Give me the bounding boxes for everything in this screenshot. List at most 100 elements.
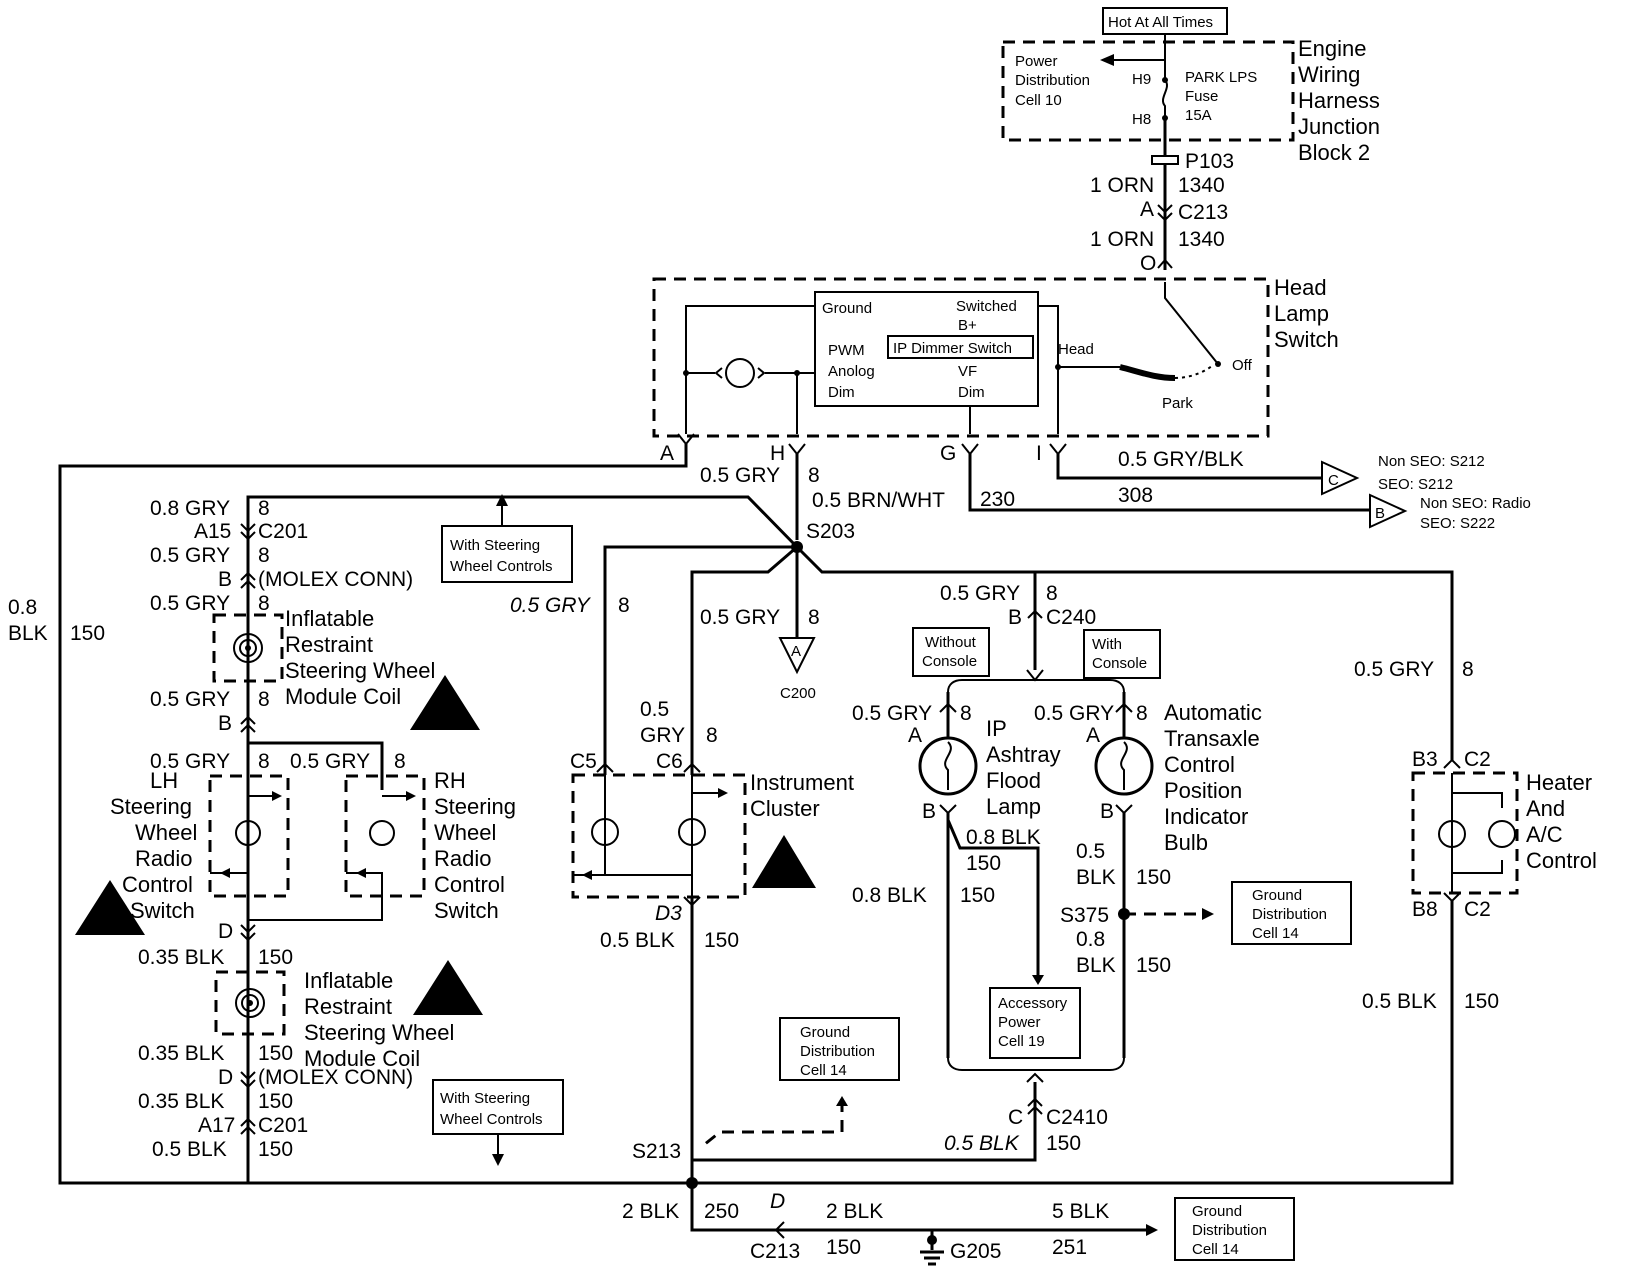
ground-distribution-box-2 (1231, 881, 1352, 945)
ip-ashtray-a-connector-icon (939, 702, 957, 713)
transaxle-ground-150-label: 150 (1136, 866, 1171, 889)
head-lamp-switch-title-2: Lamp (1274, 301, 1329, 326)
s213-ground-wire-label: 2 BLK (622, 1200, 679, 1223)
vf-dim-label: Dim (958, 384, 985, 401)
junction-block-title-3: Harness (1298, 88, 1380, 113)
d3-label: D3 (655, 902, 682, 925)
left-wire-label-8c: 8 (258, 592, 270, 615)
ground-wire-label-blk: BLK (8, 622, 48, 645)
left-wire-label-8b: 8 (258, 544, 270, 567)
transaxle-wire-label: 0.5 GRY (1034, 702, 1114, 725)
without-console-label-2: Console (922, 653, 977, 670)
lh-switch-label-1: LH (150, 768, 178, 793)
accessory-power-label-1: Accessory (998, 995, 1068, 1012)
transaxle-title-1: Automatic (1164, 700, 1262, 725)
ip-ashtray-wire-8-label: 8 (960, 702, 972, 725)
heater-title-1: Heater (1526, 770, 1592, 795)
heater-ground-wire (692, 901, 1454, 1185)
lower-wire-label-150a: 150 (258, 946, 293, 969)
coil-spiral-core-2 (247, 1000, 253, 1006)
lh-switch-wire-8-label: 8 (258, 750, 270, 773)
airbag-warning-icon-1 (410, 675, 480, 730)
with-steering-controls-1a: With Steering (450, 537, 540, 554)
c240-wire-label: 0.5 GRY (940, 582, 1020, 605)
c240-connector-icon (1027, 609, 1043, 619)
ip-ashtray-b-connector-icon (939, 804, 957, 815)
s203-to-c5-wire (603, 545, 797, 775)
pdc-label-1: Power (1015, 53, 1058, 70)
ground-dist-3-label-c: Cell 14 (1192, 1241, 1239, 1258)
pdc-label-2: Distribution (1015, 72, 1090, 89)
c200-pin-a-label: A (791, 643, 801, 660)
junction-block-outline (1001, 40, 1295, 142)
c240-pin-b-label: B (1008, 606, 1022, 629)
a15-label: A15 (194, 520, 231, 543)
circuit-1340-label-2: 1340 (1178, 228, 1225, 251)
with-steering-wheel-controls-box-1 (441, 525, 573, 583)
transaxle-title-6: Bulb (1164, 830, 1208, 855)
dim-label: Dim (828, 384, 855, 401)
airbag-warning-icon-2 (75, 880, 145, 935)
ground-dist-2-label-c: Cell 14 (1252, 925, 1299, 942)
b3-label: B3 (1412, 748, 1438, 771)
rh-radio-switch-outline (344, 774, 426, 898)
s213-to-g205-wire (690, 1183, 932, 1232)
ground-distribution-box-3 (1174, 1197, 1295, 1261)
coil-b-connector-icon (240, 715, 256, 733)
ip-ashtray-title-4: Lamp (986, 794, 1041, 819)
junction-block-title-1: Engine (1298, 36, 1367, 61)
park-position-label: Park (1162, 395, 1193, 412)
left-wire-label-8d: 8 (258, 688, 270, 711)
lh-switch-label-6: Switch (130, 898, 195, 923)
transaxle-a-connector-icon (1115, 702, 1133, 713)
steering-coil-outline-2 (214, 970, 286, 1036)
s213-ground-wire-250-label: 250 (704, 1200, 739, 1223)
wire-label-gry-blk: 0.5 GRY/BLK (1118, 448, 1244, 471)
non-seo-radio-label: Non SEO: Radio (1420, 495, 1531, 512)
lh-switch-resistor-icon (235, 820, 261, 846)
orn-wire-label-1: 1 ORN (1090, 174, 1154, 197)
g205-right-wire-label: 5 BLK (1052, 1200, 1109, 1223)
cluster-ground-wire-150-label: 150 (704, 929, 739, 952)
c5-label: C5 (570, 750, 597, 773)
wire-network: B C 0.5 GRY 8 0.5 BRN/WHT 230 0.5 GRY/BL… (58, 444, 1531, 1185)
pin-h-connector-icon (788, 443, 806, 456)
lh-switch-label-4: Radio (135, 846, 192, 871)
pdc-arrow-icon (1100, 54, 1114, 66)
heater-bulb-icon-1 (1438, 820, 1466, 848)
left-wire-label-0-5-gry-a: 0.5 GRY (150, 544, 230, 567)
pin-i-label: I (1036, 442, 1042, 465)
ip-ground-wire-150-label: 150 (960, 884, 995, 907)
without-console-box (912, 627, 990, 677)
c201-label-2: C201 (258, 1114, 308, 1137)
c200-wire-label: 0.5 GRY (700, 606, 780, 629)
fuse-label-1: PARK LPS (1185, 69, 1257, 86)
pdc-label-3: Cell 10 (1015, 92, 1062, 109)
transaxle-lower-0-8-label: 0.8 (1076, 928, 1105, 951)
c6-wire-label-1: 0.5 (640, 698, 669, 721)
s203-to-c6-wire (690, 545, 798, 775)
anolog-label: Anolog (828, 363, 875, 380)
ip-dimmer-switch-box (887, 335, 1034, 359)
head-lamp-switch-title-3: Switch (1274, 327, 1339, 352)
pwm-arrows-icon (714, 367, 766, 379)
with-console-label-2: Console (1092, 655, 1147, 672)
h9-label: H9 (1132, 71, 1151, 88)
head-lamp-switch-section: Head Lamp Switch Ground Switched B+ IP D… (652, 275, 1339, 465)
lh-switch-arrowhead-icon (272, 791, 282, 801)
heater-title-2: And (1526, 796, 1565, 821)
b8-label: B8 (1412, 898, 1438, 921)
rh-switch-label-5: Control (434, 872, 505, 897)
pin-g-label: G (940, 442, 956, 465)
heater-bulb-icon-2 (1488, 820, 1516, 848)
transaxle-title-5: Indicator (1164, 804, 1248, 829)
c2410-wire-label: 0.5 BLK (944, 1132, 1020, 1155)
transaxle-title-4: Position (1164, 778, 1242, 803)
wire-label-0-5-gry: 0.5 GRY (700, 464, 780, 487)
circuit-1340-label-1: 1340 (1178, 174, 1225, 197)
wire-label-308: 308 (1118, 484, 1153, 507)
s375-ground-arrow-icon (1202, 908, 1214, 920)
ground-loop-wire (58, 444, 688, 1185)
lh-switch-label-3: Wheel (135, 820, 197, 845)
rh-switch-resistor-icon (369, 820, 395, 846)
